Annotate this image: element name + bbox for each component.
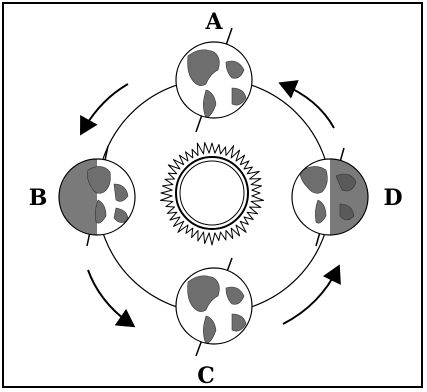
sun-icon	[161, 143, 264, 246]
label-b: B	[29, 185, 48, 211]
label-a: A	[204, 9, 223, 35]
earth-d-icon	[292, 148, 369, 246]
arrow-c-to-d-icon	[283, 268, 338, 324]
label-d: D	[383, 185, 402, 211]
label-c: C	[197, 363, 215, 389]
arrow-b-to-c-icon	[88, 270, 132, 325]
earth-b-icon	[58, 146, 135, 246]
earth-a-icon	[176, 28, 252, 132]
earth-c-icon	[176, 258, 252, 356]
arrow-d-to-a-icon	[282, 84, 334, 128]
